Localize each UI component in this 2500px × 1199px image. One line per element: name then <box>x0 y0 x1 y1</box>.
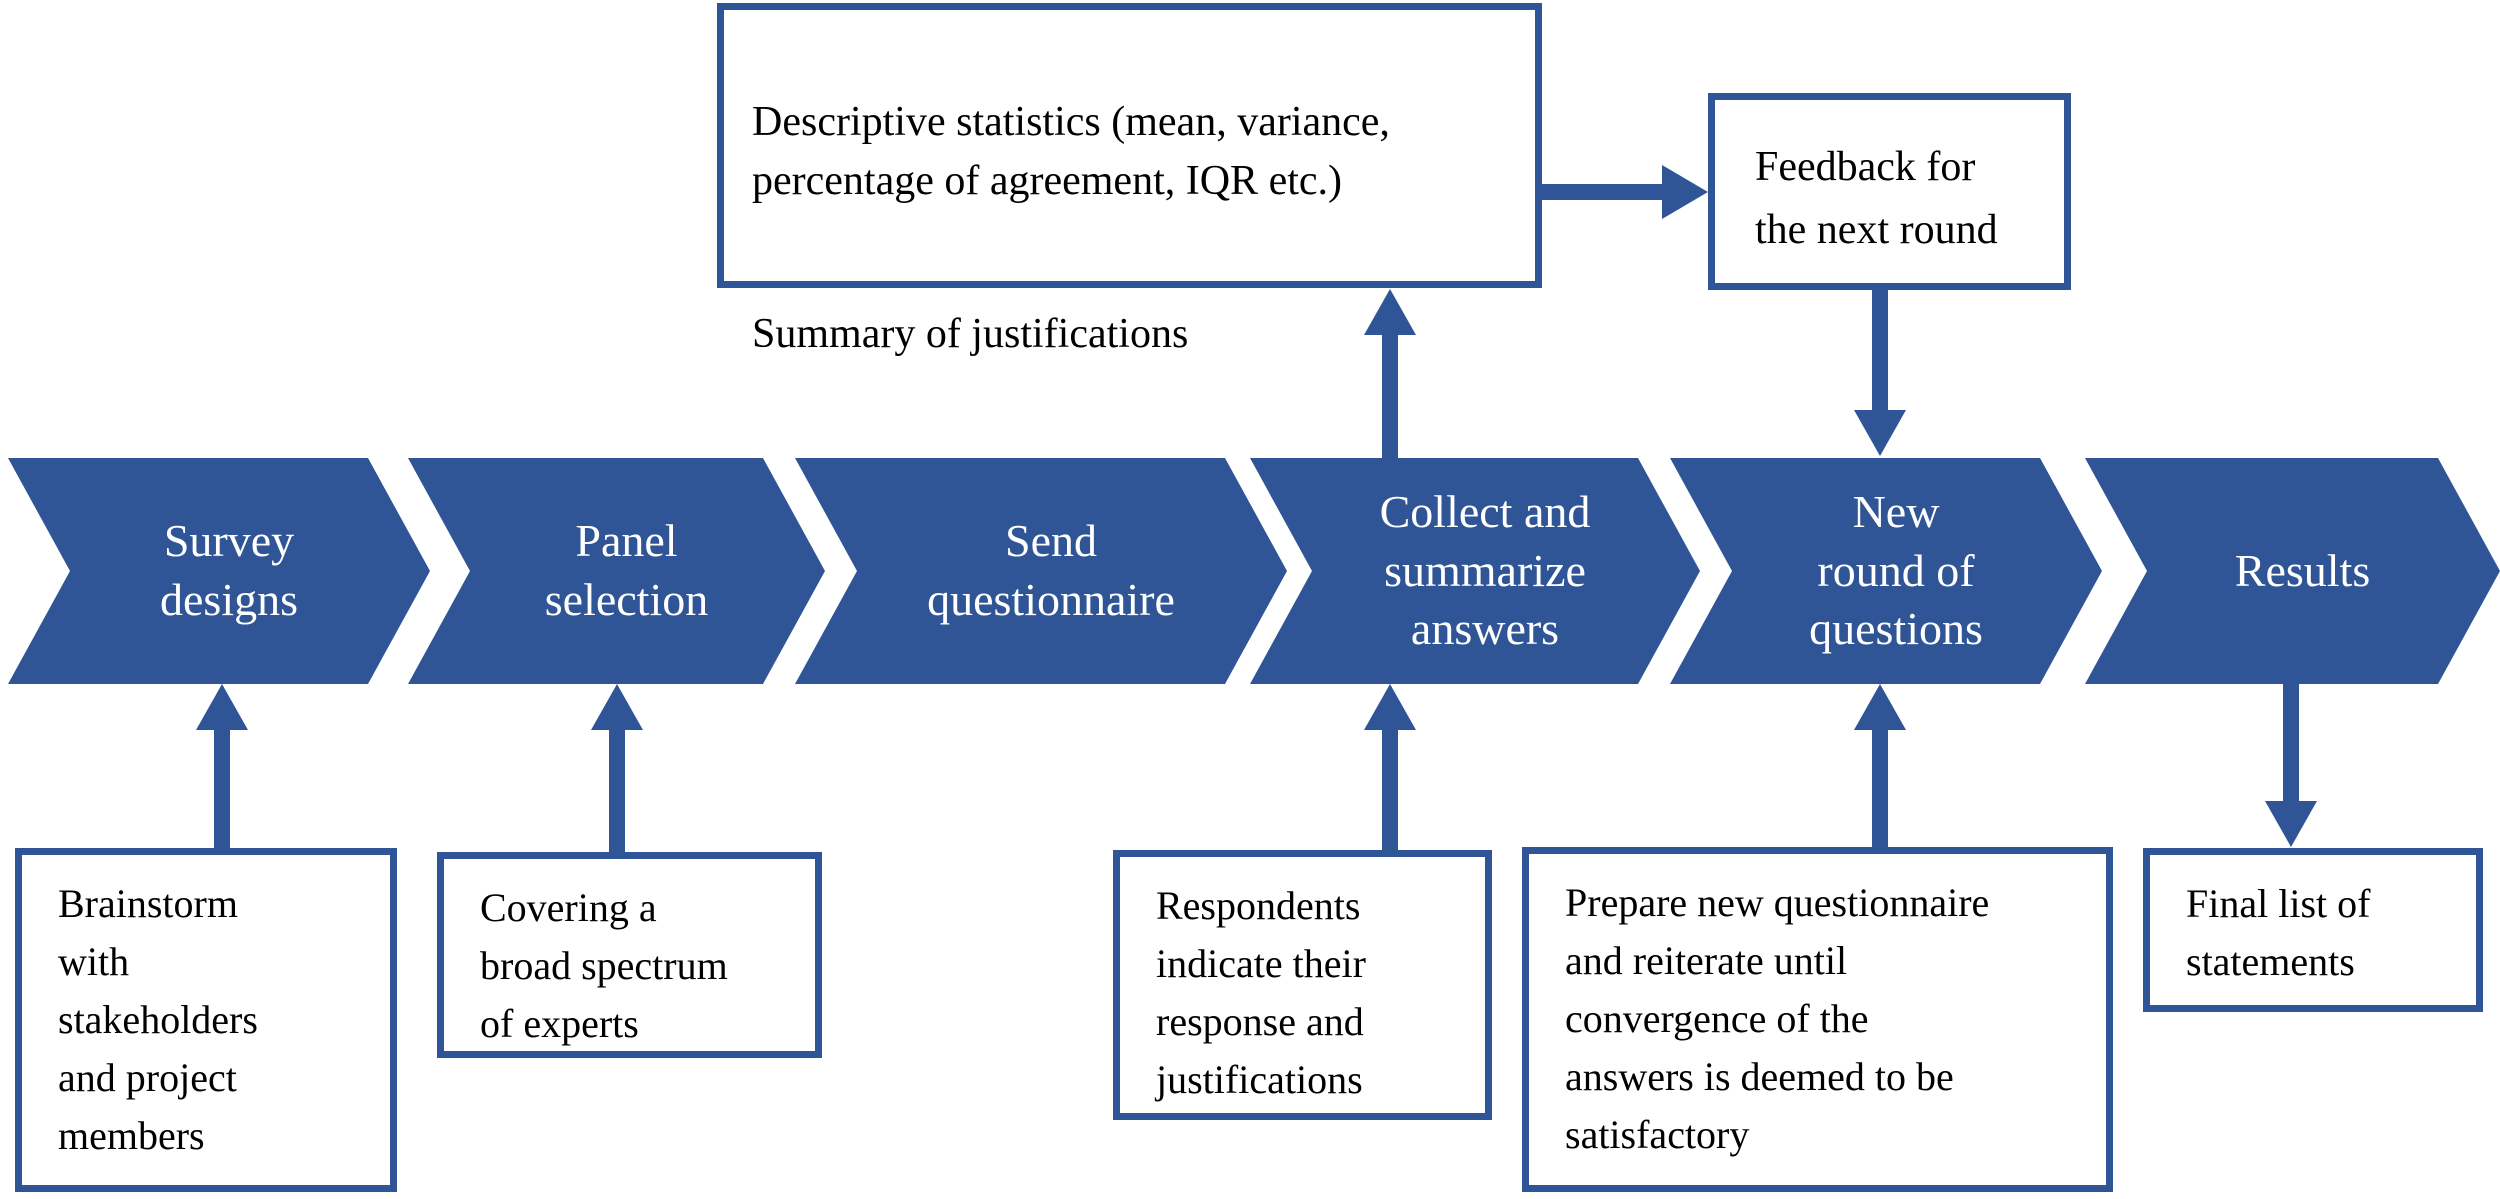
brainstorm-box-text: Brainstorm with stakeholders and project… <box>58 881 258 1158</box>
respondents-box-text: Respondents indicate their response and … <box>1156 883 1366 1102</box>
statistics-box-paragraph1: Descriptive statistics (mean, variance, … <box>752 98 1390 204</box>
statistics-box: Descriptive statistics (mean, variance, … <box>717 3 1542 357</box>
chevron-results: Results <box>2085 458 2500 684</box>
prepare-box: Prepare new questionnaire and reiterate … <box>1522 847 2113 1192</box>
feedback-box-text: Feedback for the next round <box>1755 144 1998 253</box>
respondents-box: Respondents indicate their response and … <box>1113 850 1492 1120</box>
chevron-new-round: New round of questions <box>1670 458 2102 684</box>
statistics-box-paragraph2: Summary of justifications <box>752 311 1189 358</box>
feedback-box: Feedback for the next round <box>1708 93 2071 290</box>
covering-box-text: Covering a broad spectrum of experts <box>480 885 728 1046</box>
chevron-survey-designs: Survey designs <box>8 458 430 684</box>
brainstorm-box: Brainstorm with stakeholders and project… <box>15 848 397 1192</box>
covering-box: Covering a broad spectrum of experts <box>437 852 822 1058</box>
chevron-panel-selection: Panel selection <box>408 458 825 684</box>
chevron-collect-summarize: Collect and summarize answers <box>1250 458 1700 684</box>
chevron-send-questionnaire: Send questionnaire <box>795 458 1287 684</box>
final-box-text: Final list of statements <box>2186 881 2371 984</box>
final-box: Final list of statements <box>2143 848 2483 1012</box>
prepare-box-text: Prepare new questionnaire and reiterate … <box>1565 880 1990 1157</box>
